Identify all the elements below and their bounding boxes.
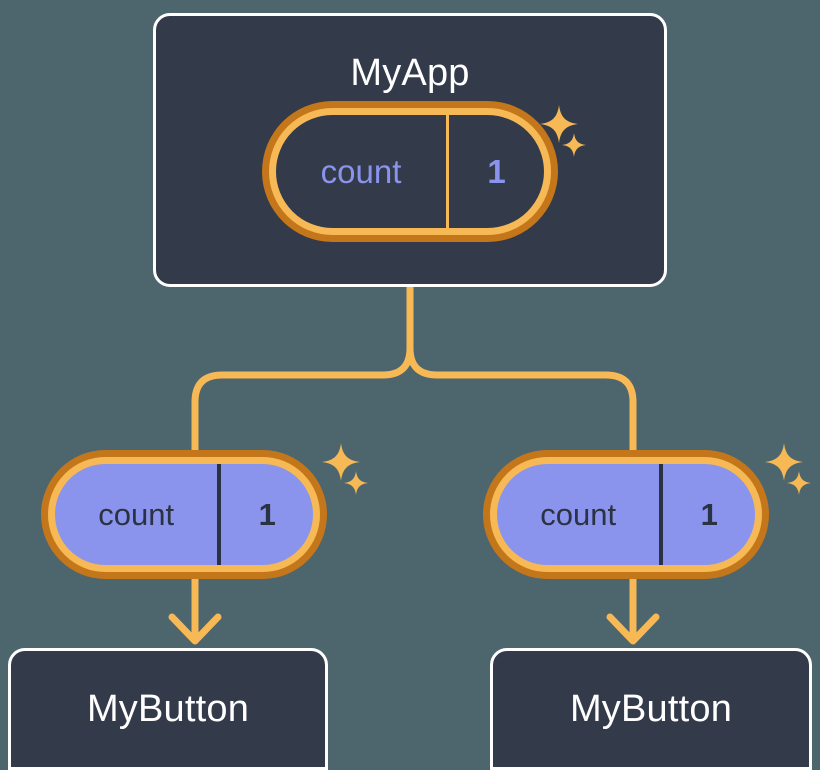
state-pill-body[interactable]: count 1 (269, 108, 551, 235)
arrow-down-right-head (606, 613, 660, 645)
sparkle-icon (540, 105, 578, 143)
sparkle-icon (787, 471, 811, 495)
mybutton-right-component[interactable]: MyButton (490, 648, 812, 770)
state-pill-left[interactable]: count 1 (48, 457, 320, 572)
state-key: count (98, 497, 175, 532)
sparkle-icon (344, 471, 368, 495)
state-value: 1 (446, 115, 544, 228)
arrow-down-left-head (168, 613, 222, 645)
mybutton-right-label: MyButton (569, 688, 733, 730)
sparkle-icon (322, 443, 360, 481)
myapp-label: MyApp (350, 52, 470, 94)
state-pill-body[interactable]: count 1 (48, 457, 320, 572)
state-pill-body[interactable]: count 1 (490, 457, 762, 572)
state-value: 1 (659, 464, 755, 565)
state-pill-myapp[interactable]: count 1 (269, 108, 551, 235)
myapp-component[interactable]: MyApp (153, 13, 667, 287)
sparkle-icon (562, 133, 586, 157)
state-pill-right[interactable]: count 1 (490, 457, 762, 572)
connector-branch-left (191, 344, 414, 466)
connector-trunk-and-branch (406, 283, 637, 466)
state-key: count (540, 497, 617, 532)
sparkle-icon (765, 443, 803, 481)
state-key: count (320, 153, 402, 190)
mybutton-left-label: MyButton (86, 688, 250, 730)
mybutton-left-component[interactable]: MyButton (8, 648, 328, 770)
state-value: 1 (217, 464, 313, 565)
